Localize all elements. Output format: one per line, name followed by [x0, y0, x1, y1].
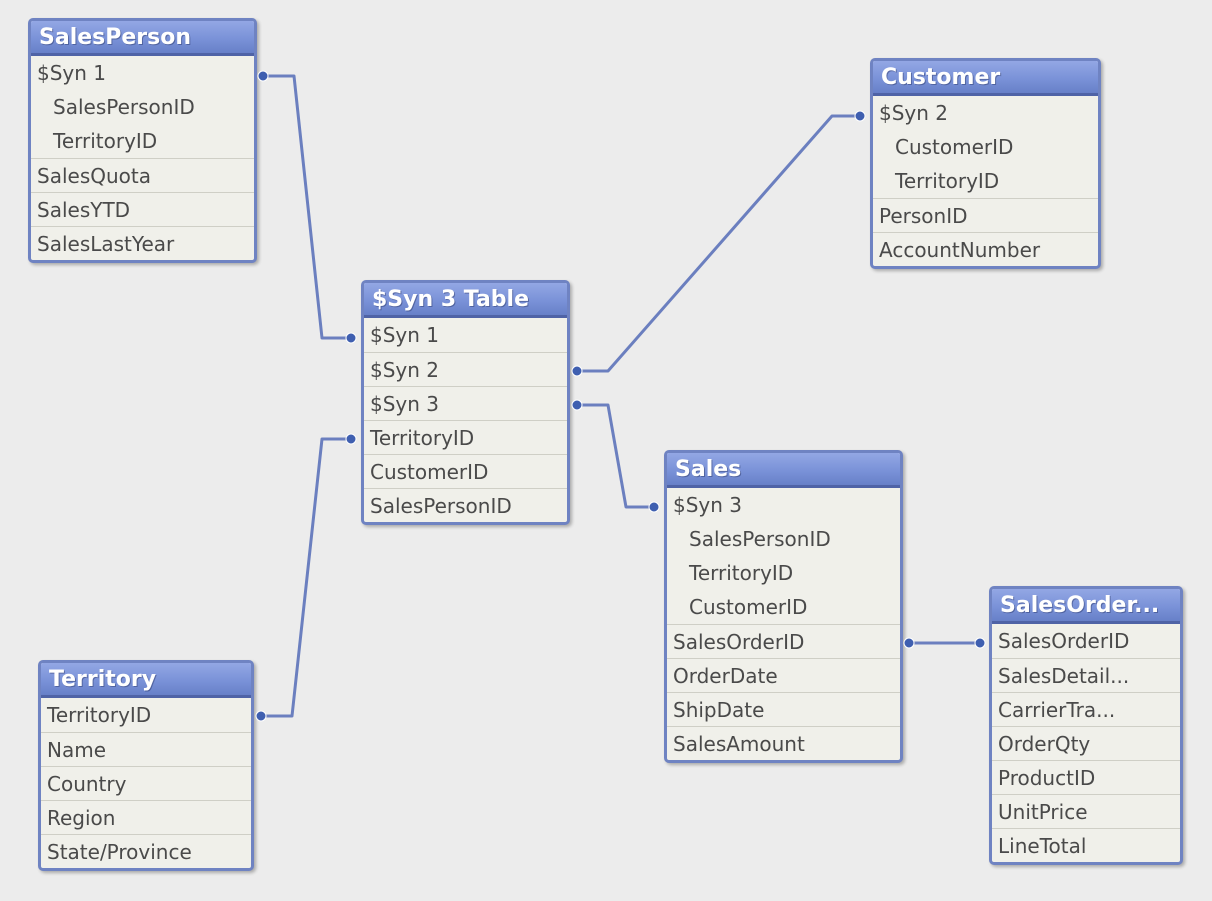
- field-row[interactable]: SalesDetail...: [992, 658, 1180, 692]
- field-row[interactable]: SalesOrderID: [998, 629, 1130, 653]
- field-row[interactable]: $Syn 3: [364, 386, 567, 420]
- field-row[interactable]: SalesPersonID: [364, 488, 567, 522]
- table-title[interactable]: Territory: [41, 663, 251, 698]
- link-territory-syn3: [261, 437, 351, 718]
- table-title[interactable]: Customer: [873, 61, 1098, 96]
- field-row[interactable]: SalesPersonID: [53, 95, 195, 119]
- field-row[interactable]: Country: [41, 766, 251, 800]
- link-endpoint-dot: [255, 710, 267, 722]
- field-row[interactable]: TerritoryID: [53, 129, 158, 153]
- link-endpoint-dot: [854, 110, 866, 122]
- field-row[interactable]: Name: [41, 732, 251, 766]
- link-salesperson-syn3: [263, 74, 351, 340]
- field-row[interactable]: TerritoryID: [364, 420, 567, 454]
- field-row[interactable]: OrderQty: [992, 726, 1180, 760]
- link-endpoint-dot: [648, 501, 660, 513]
- field-row[interactable]: $Syn 3: [673, 493, 743, 517]
- table-syn3[interactable]: $Syn 3 Table $Syn 1 $Syn 2 $Syn 3 Territ…: [361, 280, 570, 525]
- field-row[interactable]: LineTotal: [992, 828, 1180, 862]
- field-row[interactable]: CustomerID: [689, 595, 808, 619]
- field-row[interactable]: UnitPrice: [992, 794, 1180, 828]
- field-row[interactable]: $Syn 2: [879, 101, 949, 125]
- link-syn3-customer: [577, 114, 860, 373]
- field-row[interactable]: $Syn 1: [37, 61, 107, 85]
- link-endpoint-dot: [571, 365, 583, 377]
- table-title[interactable]: SalesOrder...: [992, 589, 1180, 624]
- field-row[interactable]: AccountNumber: [873, 232, 1098, 266]
- field-row[interactable]: CustomerID: [364, 454, 567, 488]
- table-customer[interactable]: Customer $Syn 2 CustomerID TerritoryID P…: [870, 58, 1101, 269]
- table-salesorder[interactable]: SalesOrder... SalesOrderID SalesDetail..…: [989, 586, 1183, 865]
- field-row[interactable]: TerritoryID: [47, 703, 152, 727]
- link-endpoint-dot: [345, 433, 357, 445]
- field-row[interactable]: SalesAmount: [667, 726, 900, 760]
- table-salesperson[interactable]: SalesPerson $Syn 1 SalesPersonID Territo…: [28, 18, 257, 263]
- link-endpoint-dot: [903, 637, 915, 649]
- field-row[interactable]: $Syn 2: [364, 352, 567, 386]
- link-endpoint-dot: [257, 70, 269, 82]
- field-row[interactable]: PersonID: [873, 198, 1098, 232]
- field-row[interactable]: CustomerID: [895, 135, 1014, 159]
- field-row[interactable]: ProductID: [992, 760, 1180, 794]
- link-endpoint-dot: [345, 332, 357, 344]
- table-title[interactable]: SalesPerson: [31, 21, 254, 56]
- field-row[interactable]: $Syn 1: [370, 323, 440, 347]
- field-row[interactable]: ShipDate: [667, 692, 900, 726]
- field-row[interactable]: SalesLastYear: [31, 226, 254, 260]
- field-row[interactable]: State/Province: [41, 834, 251, 868]
- field-row[interactable]: TerritoryID: [689, 561, 794, 585]
- field-row[interactable]: CarrierTra...: [992, 692, 1180, 726]
- field-row[interactable]: TerritoryID: [895, 169, 1000, 193]
- field-row[interactable]: SalesQuota: [31, 158, 254, 192]
- field-row[interactable]: SalesPersonID: [689, 527, 831, 551]
- table-territory[interactable]: Territory TerritoryID Name Country Regio…: [38, 660, 254, 871]
- link-syn3-sales: [577, 403, 654, 509]
- field-row[interactable]: SalesOrderID: [667, 624, 900, 658]
- field-row[interactable]: SalesYTD: [31, 192, 254, 226]
- table-title[interactable]: Sales: [667, 453, 900, 488]
- field-row[interactable]: Region: [41, 800, 251, 834]
- link-endpoint-dot: [571, 399, 583, 411]
- link-endpoint-dot: [974, 637, 986, 649]
- field-row[interactable]: OrderDate: [667, 658, 900, 692]
- table-sales[interactable]: Sales $Syn 3 SalesPersonID TerritoryID C…: [664, 450, 903, 763]
- table-title[interactable]: $Syn 3 Table: [364, 283, 567, 318]
